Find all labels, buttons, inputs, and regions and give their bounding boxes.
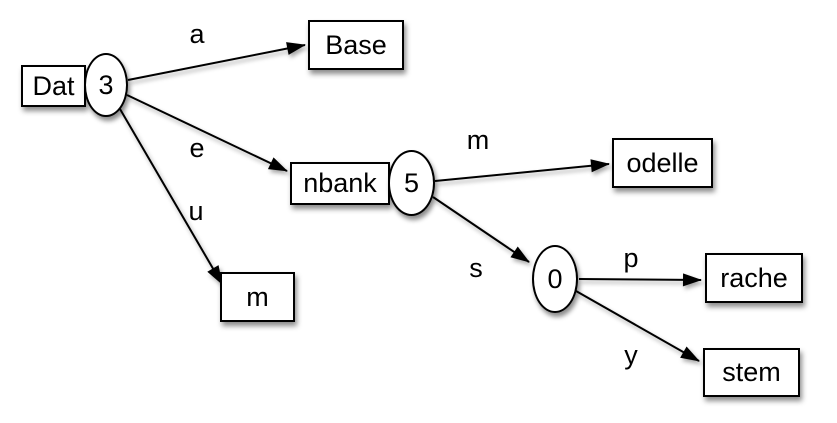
edge-label-m: m — [467, 125, 490, 155]
edge-e — [126, 94, 288, 172]
edge-label-a: a — [189, 19, 205, 49]
node-base-label: Base — [325, 29, 387, 60]
edge-m — [434, 159, 610, 182]
node-rache: rache — [705, 253, 803, 303]
node-3: 3 — [84, 53, 128, 117]
edge-y — [575, 290, 700, 362]
node-dat: Dat — [21, 65, 86, 107]
node-m-label: m — [246, 281, 269, 312]
edge-s — [432, 196, 530, 263]
edge-label-s: s — [469, 253, 483, 283]
node-odelle-label: odelle — [626, 147, 699, 178]
node-nbank: nbank — [290, 162, 390, 205]
node-stem-label: stem — [722, 357, 781, 387]
edge-labels-layer: a e u m s p y — [188, 19, 638, 370]
node-0: 0 — [532, 245, 578, 313]
edges-layer — [119, 42, 702, 362]
edge-label-u: u — [188, 196, 203, 226]
node-3-label: 3 — [98, 69, 114, 100]
node-odelle: odelle — [612, 138, 713, 188]
edge-label-y: y — [624, 340, 638, 370]
node-5-label: 5 — [403, 167, 420, 198]
node-m: m — [220, 272, 295, 322]
edge-label-p: p — [623, 243, 638, 273]
node-base: Base — [308, 20, 404, 70]
edge-label-e: e — [189, 133, 204, 163]
node-dat-label: Dat — [32, 70, 75, 101]
node-rache-label: rache — [720, 262, 788, 293]
edge-u — [119, 108, 223, 285]
edge-a — [127, 42, 306, 81]
node-nbank-label: nbank — [303, 168, 377, 198]
node-0-label: 0 — [547, 263, 563, 294]
node-stem: stem — [703, 348, 800, 397]
edge-p — [578, 273, 702, 287]
node-5: 5 — [388, 150, 435, 216]
